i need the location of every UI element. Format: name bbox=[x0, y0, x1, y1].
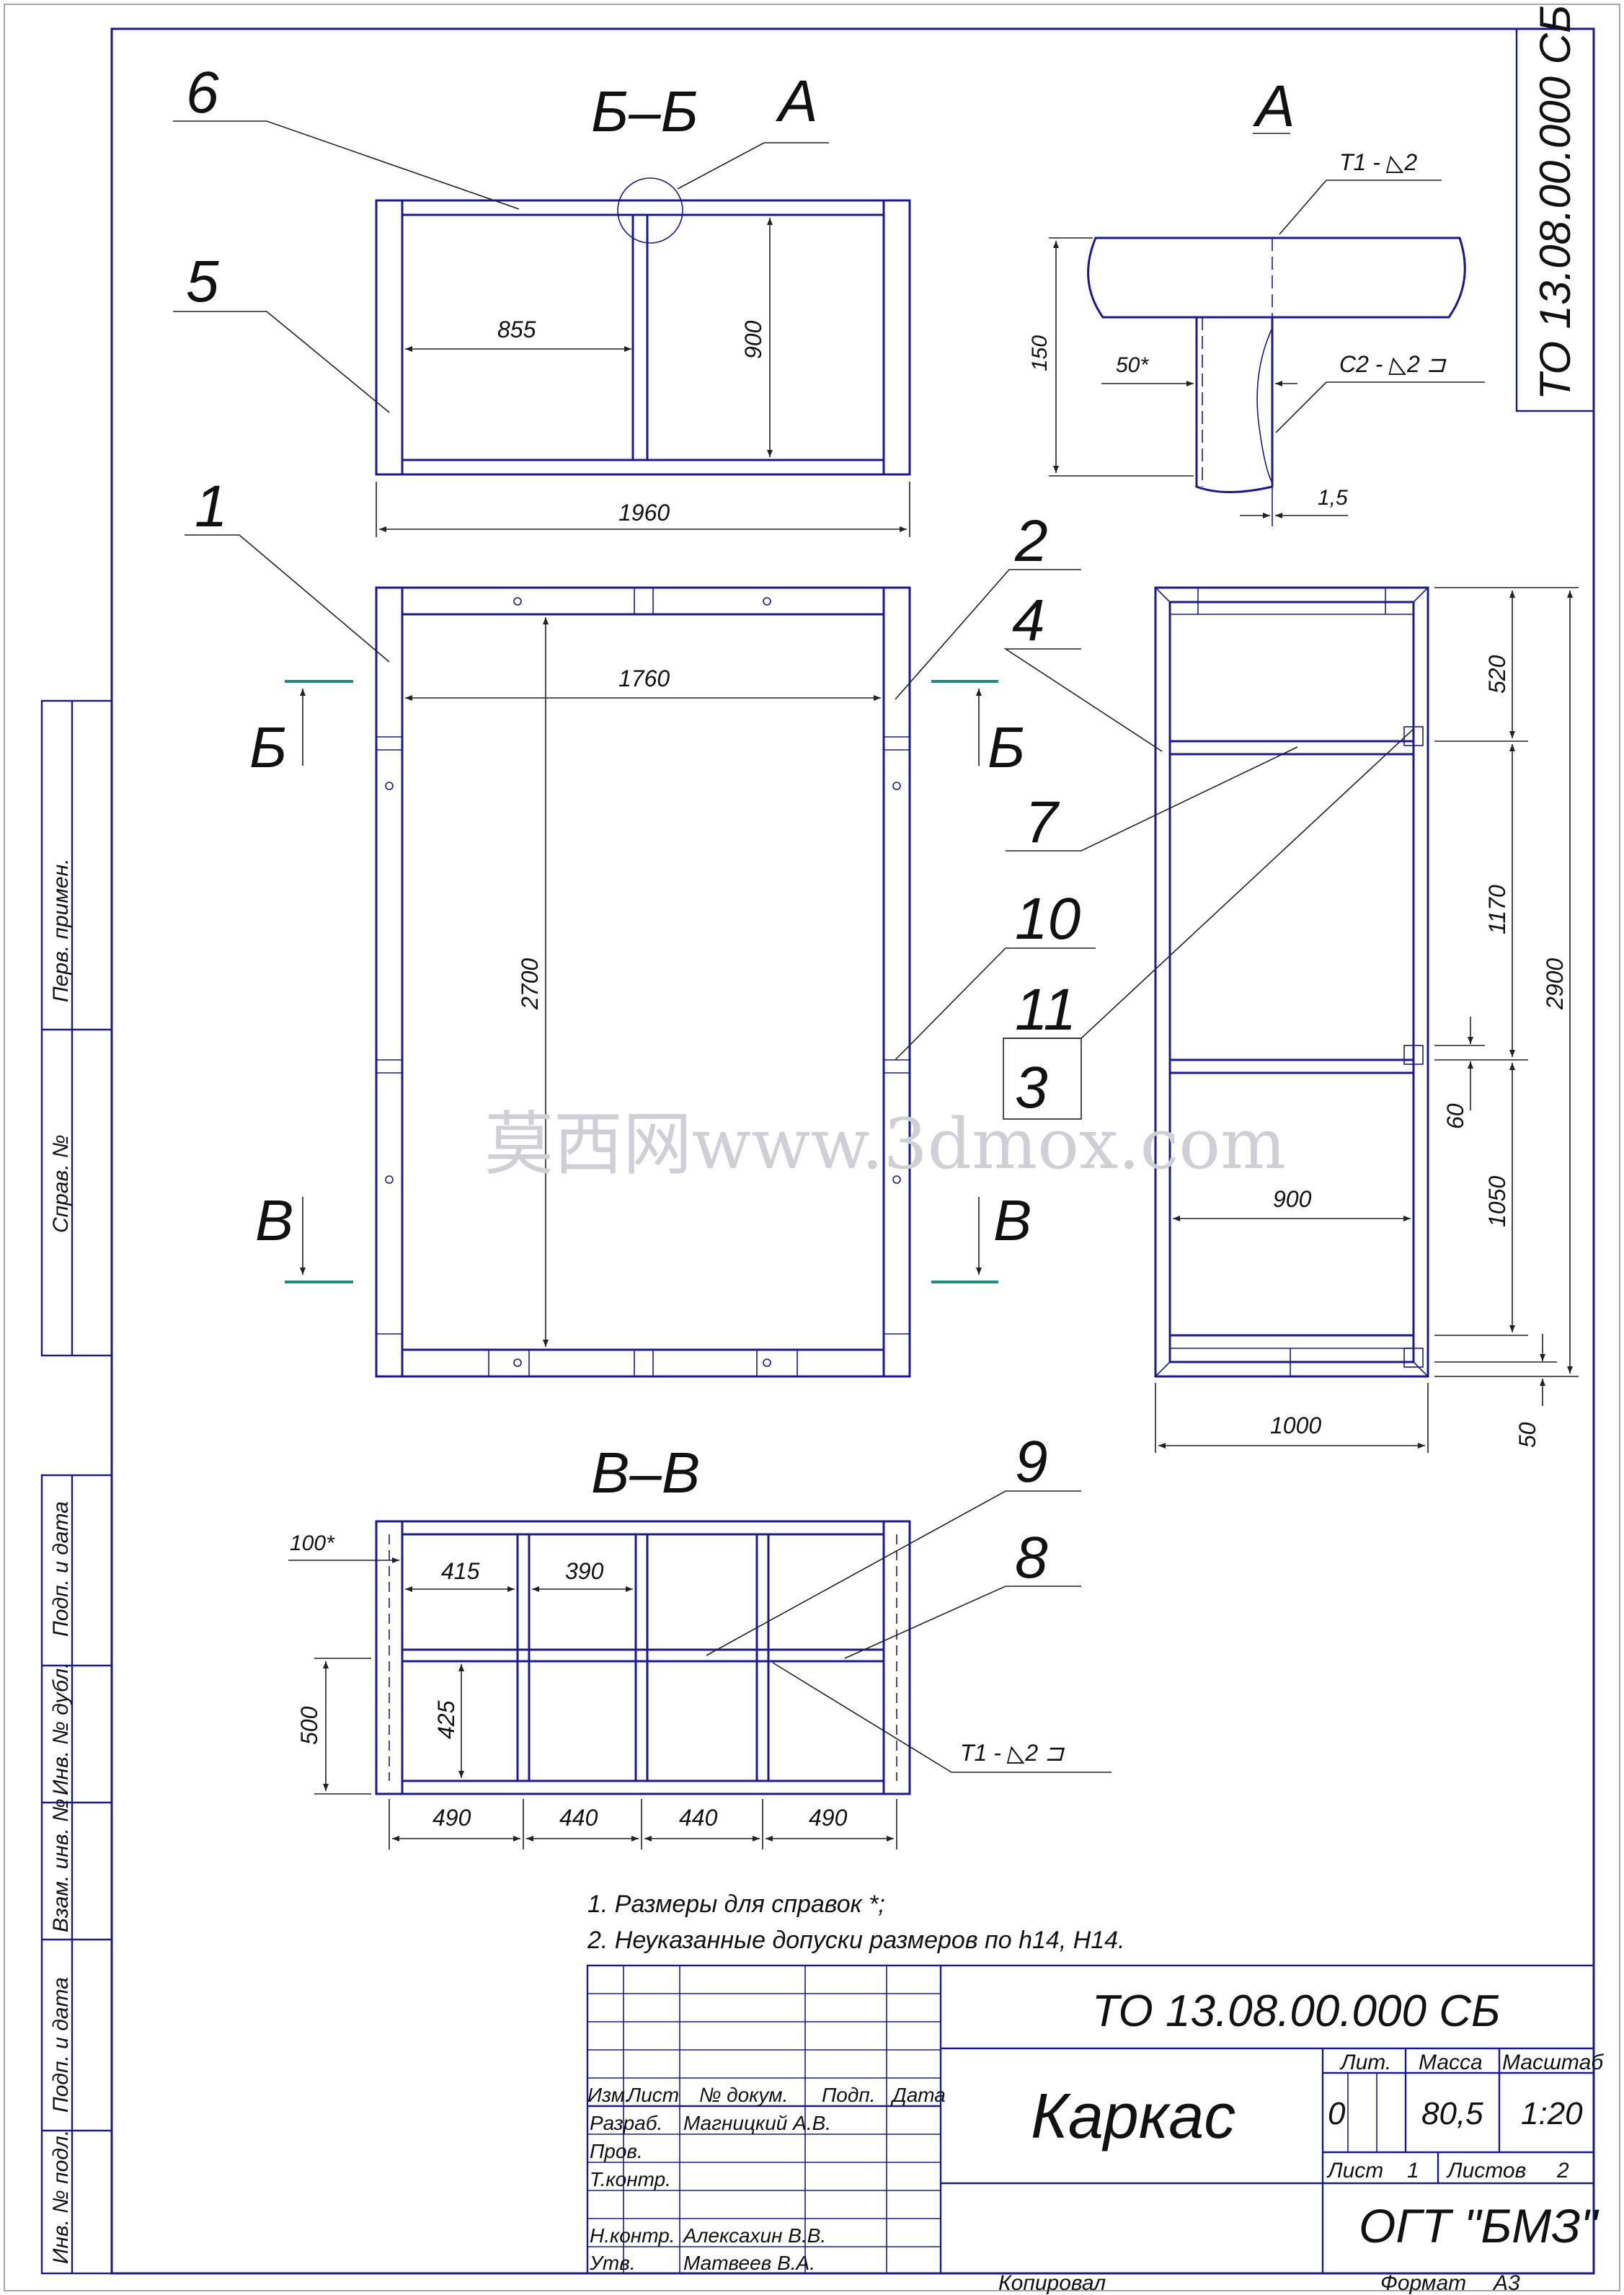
mass-value: 80,5 bbox=[1421, 2096, 1483, 2131]
scale-label: Масштаб bbox=[1502, 2051, 1604, 2074]
sheet-trim-border bbox=[4, 4, 1620, 2291]
callout-4: 4 bbox=[1012, 588, 1045, 653]
weld-note-vv: Т1 - ◺2 ⊐ bbox=[960, 1740, 1065, 1766]
stamp-orig-inv: Инв. № подл. bbox=[49, 2130, 73, 2264]
section-vv-label: В–В bbox=[591, 1441, 700, 1505]
callout-9: 9 bbox=[1015, 1429, 1048, 1495]
format-value: А3 bbox=[1492, 2271, 1520, 2295]
person-norm-control: Алексахин В.В. bbox=[682, 2224, 826, 2247]
section-bb-label: Б–Б bbox=[591, 79, 698, 143]
callout-11: 11 bbox=[1015, 977, 1076, 1043]
hdr-list: Лист bbox=[626, 2084, 679, 2106]
dim-1050: 1050 bbox=[1484, 1176, 1510, 1227]
dim-50-detail: 50* bbox=[1116, 353, 1149, 377]
role-tech-control: Т.контр. bbox=[590, 2168, 671, 2190]
dim-1000: 1000 bbox=[1270, 1412, 1321, 1438]
designation-rotated: ТО 13.08.00.000 СБ bbox=[1531, 5, 1579, 400]
section-v-left: В bbox=[255, 1188, 293, 1252]
stamp-dup-inv: Инв. № дубл. bbox=[49, 1663, 73, 1796]
dim-440-left: 440 bbox=[559, 1805, 598, 1831]
note-2: 2. Неуказанные допуски размеров по h14, … bbox=[587, 1927, 1125, 1954]
hdr-doc: № докум. bbox=[699, 2084, 788, 2106]
role-approved: Утв. bbox=[589, 2252, 636, 2274]
title-block: Изм. Лист № докум. Подп. Дата Разраб. Ма… bbox=[586, 1964, 1604, 2275]
callout-10: 10 bbox=[1015, 886, 1081, 952]
role-developer: Разраб. bbox=[590, 2112, 662, 2134]
dim-855: 855 bbox=[497, 317, 536, 342]
section-v-right: В bbox=[993, 1188, 1031, 1252]
dim-100: 100* bbox=[290, 1531, 335, 1555]
callout-2: 2 bbox=[1014, 508, 1048, 574]
drawing-title: Каркас bbox=[1031, 2080, 1235, 2152]
lit-value: 0 bbox=[1328, 2096, 1346, 2131]
sheet-value: 1 bbox=[1407, 2159, 1419, 2183]
mass-label: Масса bbox=[1419, 2051, 1483, 2074]
role-norm-control: Н.контр. bbox=[590, 2224, 675, 2247]
dim-490-right: 490 bbox=[809, 1805, 848, 1831]
dim-1170: 1170 bbox=[1484, 885, 1510, 934]
callout-3: 3 bbox=[1015, 1055, 1048, 1120]
weld-note-t1: Т1 - ◺2 bbox=[1339, 149, 1417, 175]
dim-50-side: 50 bbox=[1514, 1422, 1540, 1448]
dim-520: 520 bbox=[1484, 655, 1510, 694]
weld-note-c2: С2 - ◺2 ⊐ bbox=[1339, 351, 1447, 377]
scale-value: 1:20 bbox=[1521, 2096, 1583, 2131]
view-front: 1760 2700 Б Б В В 1 2 10 11 3 bbox=[185, 474, 1415, 1378]
dim-1760: 1760 bbox=[618, 665, 670, 691]
dim-60: 60 bbox=[1442, 1103, 1468, 1129]
sheets-value: 2 bbox=[1556, 2159, 1569, 2183]
callout-8: 8 bbox=[1015, 1525, 1048, 1591]
callout-detail-a: А bbox=[775, 68, 818, 134]
stamp-first-use: Перв. примен. bbox=[49, 859, 73, 1002]
dim-2700: 2700 bbox=[517, 958, 543, 1010]
copied-label: Копировал bbox=[998, 2271, 1106, 2295]
dim-390: 390 bbox=[565, 1558, 604, 1584]
callout-6: 6 bbox=[186, 60, 219, 125]
format-label: Формат bbox=[1380, 2271, 1466, 2295]
person-approved: Матвеев В.А. bbox=[683, 2252, 815, 2274]
hdr-izm: Изм. bbox=[587, 2084, 631, 2106]
dim-150: 150 bbox=[1028, 335, 1052, 371]
designation-main: ТО 13.08.00.000 СБ bbox=[1092, 1986, 1500, 2036]
callout-7: 7 bbox=[1025, 790, 1060, 855]
detail-a-label: А bbox=[1252, 74, 1295, 139]
sheets-label: Листов bbox=[1446, 2159, 1526, 2183]
dim-2900: 2900 bbox=[1542, 958, 1568, 1010]
stamp-replace-inv: Взам. инв. № bbox=[49, 1798, 73, 1932]
dim-1960: 1960 bbox=[618, 500, 670, 526]
dim-900-bb: 900 bbox=[740, 320, 766, 359]
stamp-sign-date-2: Подп. и дата bbox=[49, 1977, 73, 2113]
lit-label: Лит. bbox=[1339, 2051, 1391, 2074]
stamp-ref-no: Справ. № bbox=[49, 1135, 73, 1233]
note-1: 1. Размеры для справок *; bbox=[587, 1891, 885, 1918]
view-section-bb: Б–Б 855 900 1960 6 5 А bbox=[173, 60, 911, 537]
dim-500: 500 bbox=[296, 1706, 322, 1745]
dim-440-right: 440 bbox=[679, 1805, 718, 1831]
view-detail-a: А 150 50* 1,5 Т1 - ◺2 С2 - ◺2 ⊐ bbox=[1028, 74, 1485, 526]
dim-415: 415 bbox=[441, 1558, 480, 1584]
sheet-label: Лист bbox=[1326, 2159, 1383, 2183]
dim-1-5: 1,5 bbox=[1318, 486, 1348, 510]
section-b-left: Б bbox=[249, 715, 287, 779]
section-b-right: Б bbox=[988, 715, 1025, 779]
organization: ОГТ "БМЗ" bbox=[1359, 2199, 1599, 2252]
dim-490-left: 490 bbox=[432, 1805, 471, 1831]
side-stamp: Перв. примен. Справ. № Подп. и дата Инв.… bbox=[40, 699, 113, 2275]
detail-a-circle bbox=[617, 177, 683, 244]
dim-425: 425 bbox=[433, 1700, 459, 1739]
hdr-date: Дата bbox=[890, 2084, 946, 2106]
stamp-sign-date-1: Подп. и дата bbox=[49, 1501, 73, 1637]
watermark-text: 莫西网www.3dmox.com bbox=[484, 1104, 1286, 1185]
hdr-sign: Подп. bbox=[822, 2084, 876, 2106]
dim-900-side: 900 bbox=[1273, 1186, 1312, 1212]
view-section-vv: В–В 100* 415 390 500 425 bbox=[288, 1429, 1111, 1849]
callout-1: 1 bbox=[195, 474, 228, 539]
designation-box: ТО 13.08.00.000 СБ bbox=[1515, 5, 1595, 412]
role-checked: Пров. bbox=[590, 2140, 643, 2162]
person-developer: Магницкий А.В. bbox=[683, 2112, 831, 2134]
callout-5: 5 bbox=[186, 249, 219, 314]
view-side: 520 1170 1050 2900 60 50 900 1000 4 7 bbox=[1003, 586, 1579, 1453]
